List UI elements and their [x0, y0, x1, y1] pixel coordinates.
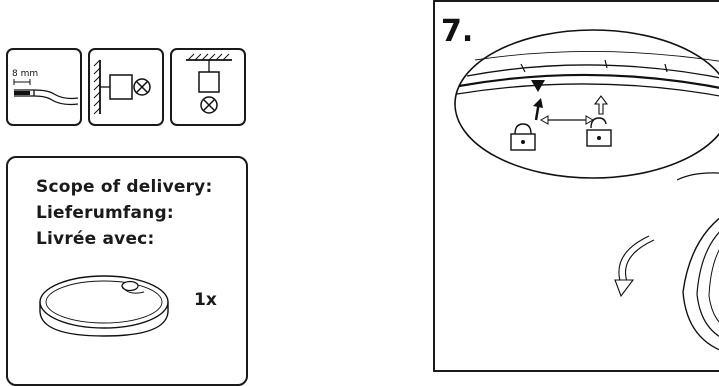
ceiling-mount-icon: [186, 53, 232, 114]
scope-line-french: Livrée avec:: [36, 229, 155, 249]
scope-of-delivery-text: Scope of delivery: Lieferumfang: Livrée …: [36, 174, 212, 252]
step-7-illustration: [454, 29, 719, 351]
luminaire-disc-icon: [39, 275, 169, 337]
strip-length-label: 8 mm: [12, 69, 38, 79]
wall-mount-icon: [93, 59, 151, 115]
scope-of-delivery-box: Scope of delivery: Lieferumfang: Livrée …: [6, 156, 248, 386]
scope-line-english: Scope of delivery:: [36, 177, 213, 197]
ceiling-mount-icon-box: [170, 48, 246, 126]
wire-strip-icon: 8 mm: [12, 69, 79, 106]
scope-line-german: Lieferumfang:: [36, 203, 174, 223]
wire-strip-icon-box: 8 mm: [6, 48, 82, 126]
locked-padlock-icon: [510, 123, 536, 151]
wall-mount-icon-box: [88, 48, 164, 126]
step-number: 7.: [441, 14, 474, 49]
delivery-quantity: 1x: [194, 290, 217, 310]
unlocked-padlock-icon: [586, 117, 612, 147]
step-7-panel: 7.: [433, 0, 719, 372]
